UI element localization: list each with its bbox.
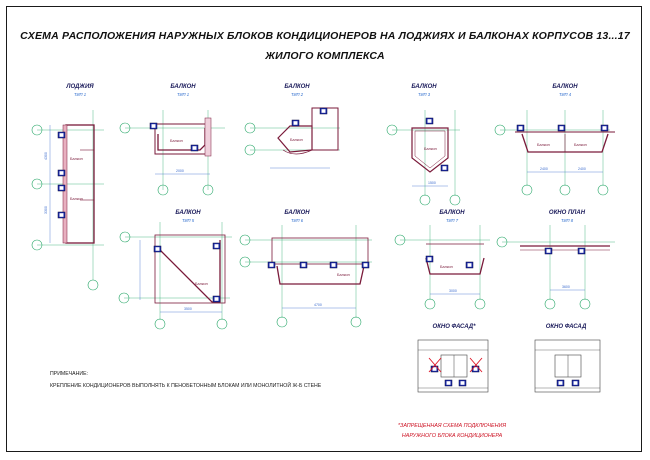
- plan-balcony-5: 3500: [118, 222, 232, 330]
- svg-text:3600: 3600: [562, 285, 570, 289]
- plan-balcony-2: [244, 107, 340, 169]
- room-label-b3: Балкон: [424, 147, 437, 151]
- svg-text:2400: 2400: [578, 167, 586, 171]
- sublabel-balcony-2: ТИП 2: [290, 92, 304, 97]
- label-balcony-2: БАЛКОН: [284, 84, 310, 90]
- svg-text:2000: 2000: [176, 169, 184, 173]
- plan-balcony-4: 2400 2400: [494, 110, 615, 196]
- room-label-b4b: Балкон: [574, 143, 587, 147]
- sublabel-balcony-5: ТИП 5: [181, 218, 195, 223]
- room-label-b2: Балкон: [290, 138, 303, 142]
- plan-window: 3600: [496, 225, 615, 310]
- room-label-b7: Балкон: [440, 265, 453, 269]
- plan-balcony-7: 3000: [394, 225, 490, 310]
- room-label-b4a: Балкон: [537, 143, 550, 147]
- svg-text:3500: 3500: [184, 307, 192, 311]
- plan-balcony-3: 1500: [386, 110, 461, 206]
- label-balcony-7: БАЛКОН: [439, 210, 465, 216]
- label-balcony-6: БАЛКОН: [284, 210, 310, 216]
- svg-text:4300: 4300: [44, 152, 48, 160]
- label-loggia: ЛОДЖИЯ: [66, 84, 94, 90]
- facade-allowed: [534, 339, 601, 393]
- sublabel-balcony-6: ТИП 6: [290, 218, 304, 223]
- svg-text:3000: 3000: [449, 289, 457, 293]
- plan-balcony-6: 4700: [239, 225, 372, 328]
- label-balcony-1: БАЛКОН: [170, 84, 196, 90]
- sublabel-balcony-7: ТИП 7: [445, 218, 459, 223]
- label-window-facade-forbidden: ОКНО ФАСАД*: [432, 324, 476, 330]
- sublabel-balcony-3: ТИП 3: [417, 92, 431, 97]
- room-label-b6: Балкон: [337, 273, 350, 277]
- note-text: КРЕПЛЕНИЕ КОНДИЦИОНЕРОВ ВЫПОЛНЯТЬ К ПЕНО…: [50, 383, 322, 389]
- svg-text:2400: 2400: [540, 167, 548, 171]
- sublabel-window-plan: ТИП 8: [560, 218, 574, 223]
- label-window-facade: ОКНО ФАСАД: [545, 324, 587, 330]
- svg-text:4700: 4700: [314, 303, 322, 307]
- svg-text:1500: 1500: [428, 181, 436, 185]
- plan-loggia: 4300 3300: [31, 110, 104, 291]
- sublabel-balcony-4: ТИП 4: [558, 92, 572, 97]
- sheet-title: СХЕМА РАСПОЛОЖЕНИЯ НАРУЖНЫХ БЛОКОВ КОНДИ…: [20, 30, 630, 42]
- plan-balcony-1: 2000: [119, 110, 225, 196]
- room-label-loggia: Балкон: [70, 157, 83, 161]
- label-balcony-3: БАЛКОН: [411, 84, 437, 90]
- room-label-b1: Балкон: [170, 139, 183, 143]
- label-window-plan: ОКНО ПЛАН: [548, 210, 586, 216]
- facade-forbidden: [417, 339, 489, 393]
- label-balcony-4: БАЛКОН: [552, 84, 578, 90]
- sheet-border: [6, 6, 642, 452]
- label-balcony-5: БАЛКОН: [175, 210, 201, 216]
- room-label-b5: Балкон: [195, 282, 208, 286]
- room-label-loggia-2: Балкон: [70, 197, 83, 201]
- svg-text:3300: 3300: [44, 206, 48, 214]
- note-heading: ПРИМЕЧАНИЕ:: [50, 371, 88, 377]
- sheet-subtitle: ЖИЛОГО КОМПЛЕКСА: [265, 50, 385, 62]
- warning-line-2: НАРУЖНОГО БЛОКА КОНДИЦИОНЕРА: [401, 433, 503, 439]
- sublabel-balcony-1: ТИП 1: [176, 92, 190, 97]
- sublabel-loggia: ТИП 1: [73, 92, 87, 97]
- warning-line-1: *ЗАПРЕЩЕННАЯ СХЕМА ПОДКЛЮЧЕНИЯ: [397, 423, 507, 429]
